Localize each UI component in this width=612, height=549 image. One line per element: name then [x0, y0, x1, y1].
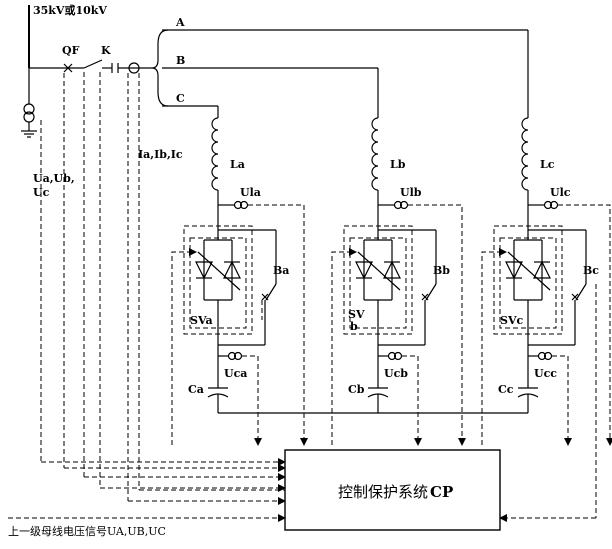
reactor-a-label: La — [230, 158, 245, 171]
feeder-current-signal-label: Ia,Ib,Ic — [138, 148, 183, 161]
ct-ulb-label: Ulb — [400, 186, 422, 199]
ct-ulc-label: Ulc — [550, 186, 571, 199]
ct-ulc-icon — [543, 200, 553, 210]
reactor-b-icon — [371, 117, 379, 191]
ct-ucc-icon — [537, 351, 547, 361]
ct-ula-label: Ula — [240, 186, 261, 199]
bypass-b-label: Bb — [433, 264, 450, 277]
thyristor-b-2-icon — [383, 260, 401, 279]
reactor-c-label: Lc — [540, 158, 555, 171]
ct-ucb-icon — [387, 351, 397, 361]
thyristor-c-2-icon — [533, 260, 551, 279]
cp-label-cn: 控制保护系统 — [338, 483, 428, 501]
svc-c-label: SVc — [500, 314, 523, 327]
reactor-a-icon — [211, 117, 219, 191]
ct-ucc-label: Ucc — [534, 367, 557, 380]
breaker-qf-label: QF — [62, 44, 80, 57]
bypass-c-label: Bc — [583, 264, 599, 277]
capacitor-c-label: Cc — [498, 383, 514, 396]
svc-b-label: SV — [348, 308, 365, 321]
reactor-b-label: Lb — [390, 158, 406, 171]
phase-c-label: C — [176, 92, 185, 105]
ct-uca-label: Uca — [224, 367, 247, 380]
bypass-a-icon — [265, 283, 277, 301]
ct-ulb-icon — [393, 200, 403, 210]
phase-b-label: B — [176, 54, 185, 67]
phase-lines — [162, 29, 529, 118]
ct-ucb-label: Ucb — [384, 367, 408, 380]
bypass-c-icon — [575, 283, 587, 301]
return-signal-lines — [499, 284, 597, 522]
feeder-line — [29, 59, 152, 73]
thyristor-a-1-icon — [195, 261, 213, 280]
svc-b-label-suffix: b — [350, 320, 358, 333]
phase-a-label: A — [175, 16, 185, 29]
cp-label-en: CP — [430, 483, 453, 501]
thyristor-c-1-icon — [505, 261, 523, 280]
feeder-signal-lines — [40, 72, 286, 505]
control-protection-box — [284, 449, 501, 531]
ct-uca-icon — [227, 351, 237, 361]
capacitor-a-label: Ca — [188, 383, 204, 396]
svc-a-label: SVa — [190, 314, 213, 327]
upstream-signal-label: 上一级母线电压信号UA,UB,UC — [8, 524, 166, 538]
thyristor-b-1-icon — [355, 261, 373, 280]
feeder-ct-icon — [128, 62, 140, 74]
bypass-a-label: Ba — [273, 264, 289, 277]
ct-ula-icon — [233, 200, 243, 210]
capacitor-b-label: Cb — [348, 383, 365, 396]
bypass-b-icon — [425, 283, 437, 301]
phase-brace — [151, 29, 169, 107]
thyristor-a-2-icon — [223, 260, 241, 279]
breaker-qf-icon — [63, 63, 73, 73]
bus-label: 35kV或10kV — [33, 3, 107, 17]
reactor-c-icon — [521, 117, 529, 191]
switch-k-label: K — [101, 44, 111, 57]
bus-voltage-signal-label-1: Ua,Ub, — [33, 172, 75, 185]
voltage-transformer-icon — [21, 100, 37, 138]
